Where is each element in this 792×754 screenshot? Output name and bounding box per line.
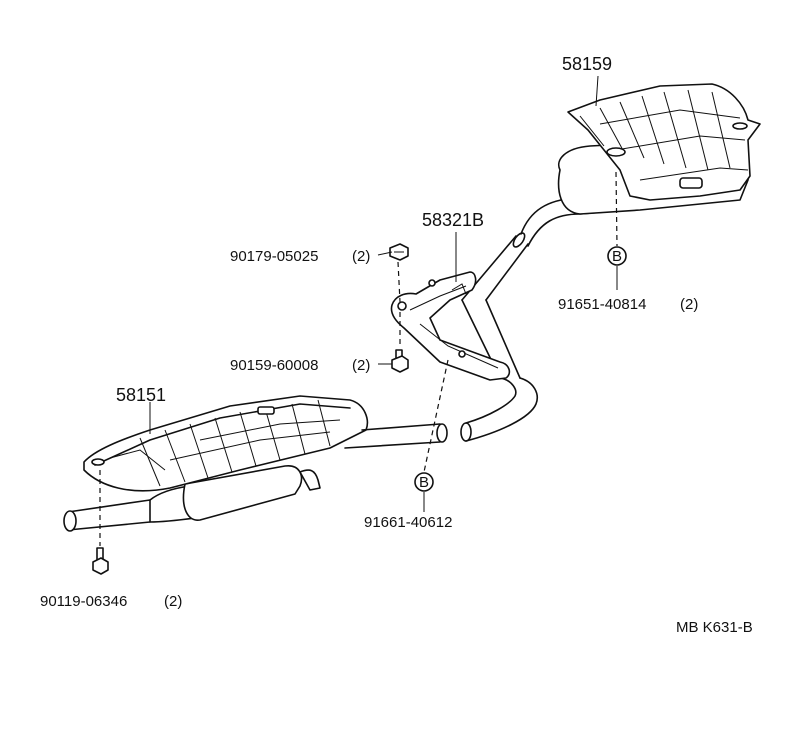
qty-90179-05025: (2) [352,248,370,265]
qty-91651-40814: (2) [680,296,698,313]
bolt-upper-icon [389,243,409,261]
heat-insulator-front [83,395,369,492]
front-exhaust-pipe [63,485,196,532]
callout-b-rear: B [607,246,627,266]
part-label-58321b: 58321B [422,210,484,230]
bracket-58321b [390,271,511,381]
front-muffler [182,465,303,521]
callout-b-middle: B [414,472,434,492]
part-label-90179-05025: 90179-05025 [230,248,318,265]
part-label-91651-40814: 91651-40814 [558,296,646,313]
qty-90119-06346: (2) [164,593,182,610]
center-exhaust-pipe [299,195,606,491]
svg-text:B: B [419,474,429,491]
part-label-91661-40612: 91661-40612 [364,514,452,531]
part-label-90119-06346: 90119-06346 [40,593,127,610]
qty-90159-60008: (2) [352,357,370,374]
bolt-lower-icon [92,547,109,575]
part-label-90159-60008: 90159-60008 [230,357,318,374]
part-label-58151: 58151 [116,385,166,405]
svg-text:B: B [612,248,622,265]
part-label-58159: 58159 [562,54,612,74]
heat-insulator-rear [567,83,761,201]
diagram-code: MB K631-B [676,619,753,636]
leader-lines [99,75,618,546]
bolt-middle-icon [391,349,409,373]
